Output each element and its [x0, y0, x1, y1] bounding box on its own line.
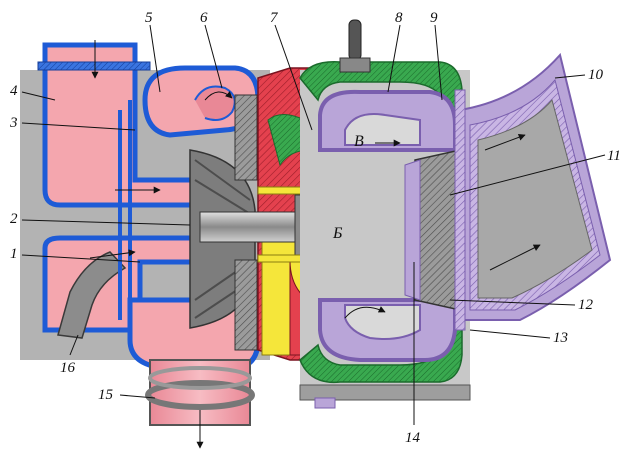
label-16: 16 [60, 360, 76, 376]
label-10: 10 [588, 67, 604, 83]
label-2: 2 [10, 211, 18, 227]
zone-b-label: Б [332, 225, 343, 242]
diffuser-wall-lower [234, 259, 258, 351]
intake-nozzle [57, 251, 127, 339]
lifting-eye [348, 19, 362, 61]
zone-v-label: В [354, 133, 364, 150]
gas-arrow-bottom [344, 306, 386, 319]
label-11: 11 [607, 148, 621, 164]
label-14: 14 [405, 430, 421, 446]
air-inlet-duct [42, 42, 213, 208]
label-15: 15 [98, 387, 114, 403]
exhaust-arrow-lower [489, 244, 541, 271]
turbine-foot [314, 397, 336, 409]
turbine-nozzle-blades [404, 159, 421, 301]
diffuser-wall-upper [234, 94, 258, 181]
air-inlet-flange [37, 61, 151, 71]
label-5: 5 [145, 10, 153, 26]
label-3: 3 [9, 115, 18, 131]
label-8: 8 [395, 10, 403, 26]
compressor-wheel-blades [194, 159, 253, 319]
turbine-volute-inner-top [344, 113, 421, 146]
air-swirl-arrow [204, 91, 233, 101]
label-4: 4 [10, 83, 18, 99]
label-1: 1 [10, 246, 18, 262]
leader-lines [21, 24, 606, 425]
compressor-volute-inner-swirl [194, 85, 236, 121]
turbine-base-plate [299, 384, 471, 401]
label-13: 13 [553, 330, 568, 346]
turbine-flange [454, 89, 466, 331]
label-7: 7 [270, 10, 279, 26]
outlet-flange [145, 380, 255, 410]
compressor-casing-line [118, 100, 132, 330]
exhaust-outlet-inner [477, 98, 593, 299]
turbine-volute-inner-bottom [344, 304, 421, 340]
label-6: 6 [200, 10, 208, 26]
exhaust-arrow-upper [484, 133, 526, 151]
label-9: 9 [430, 10, 438, 26]
airflow-arrow-lower [89, 249, 136, 259]
label-12: 12 [578, 297, 594, 313]
